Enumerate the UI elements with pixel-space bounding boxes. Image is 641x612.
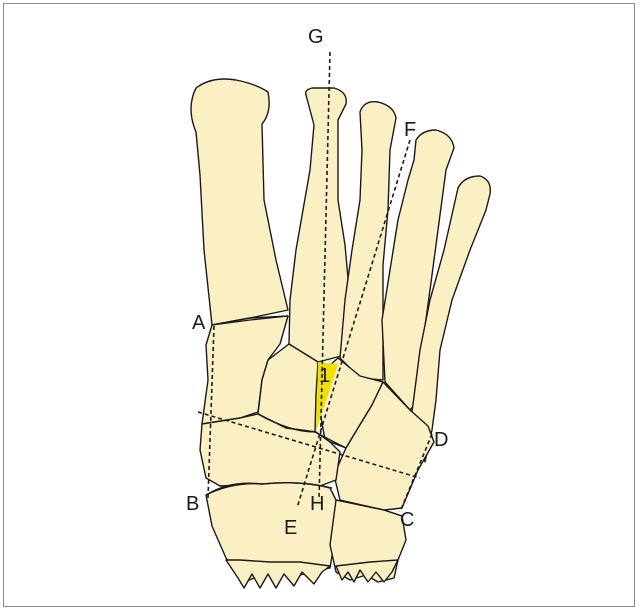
label-H: H: [310, 493, 324, 515]
talus-cut-edge: [226, 560, 330, 588]
label-E: E: [284, 517, 297, 539]
label-region-1: 1: [319, 365, 330, 387]
label-F: F: [404, 119, 416, 141]
big-toe-bone: [191, 79, 288, 325]
label-C: C: [400, 509, 414, 531]
second-toe-bone: [289, 88, 350, 362]
label-A: A: [192, 312, 206, 334]
label-D: D: [434, 429, 448, 451]
label-B: B: [186, 493, 199, 515]
label-G: G: [308, 26, 324, 48]
